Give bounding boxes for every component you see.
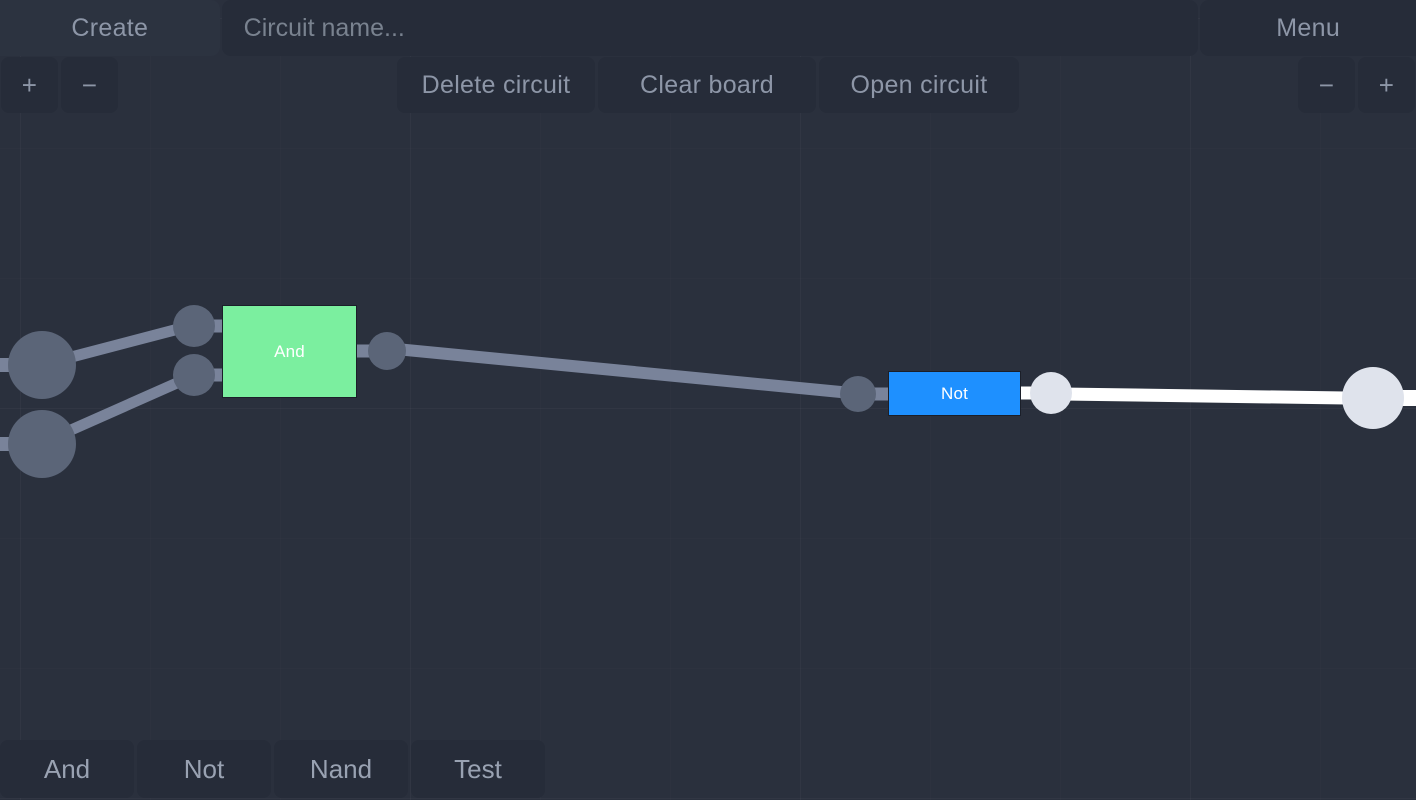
board-actions: Delete circuit Clear board Open circuit xyxy=(397,57,1019,113)
circuit-node[interactable] xyxy=(173,305,215,347)
menu-button[interactable]: Menu xyxy=(1200,0,1416,56)
create-button[interactable]: Create xyxy=(0,0,220,56)
pan-out-button[interactable]: − xyxy=(1298,57,1355,113)
zoom-in-button[interactable]: + xyxy=(1,57,58,113)
circuit-node[interactable] xyxy=(368,332,406,370)
wire[interactable] xyxy=(58,321,188,366)
circuit-node[interactable] xyxy=(1030,372,1072,414)
wire[interactable] xyxy=(1061,387,1347,405)
palette-item-nand[interactable]: Nand xyxy=(274,740,408,798)
toolbar-secondary: + − Delete circuit Clear board Open circ… xyxy=(0,57,1416,113)
gate-and[interactable]: And xyxy=(222,305,357,398)
pan-in-button[interactable]: + xyxy=(1358,57,1415,113)
wire[interactable] xyxy=(395,343,852,399)
circuit-node[interactable] xyxy=(840,376,876,412)
circuit-node[interactable] xyxy=(1342,367,1404,429)
toolbar-primary: Create Menu xyxy=(0,0,1416,56)
palette-item-not[interactable]: Not xyxy=(137,740,271,798)
zoom-controls-left: + − xyxy=(0,57,118,113)
toolbar-spacer-left xyxy=(118,57,397,113)
circuit-node[interactable] xyxy=(8,410,76,478)
zoom-controls-right: − + xyxy=(1298,57,1416,113)
delete-circuit-button[interactable]: Delete circuit xyxy=(397,57,595,113)
open-circuit-button[interactable]: Open circuit xyxy=(819,57,1019,113)
circuit-node[interactable] xyxy=(173,354,215,396)
wire[interactable] xyxy=(59,373,189,440)
circuit-name-input[interactable] xyxy=(221,0,1199,56)
palette-item-test[interactable]: Test xyxy=(411,740,545,798)
toolbar-spacer-right xyxy=(1019,57,1298,113)
gate-not[interactable]: Not xyxy=(888,371,1021,416)
palette-item-and[interactable]: And xyxy=(0,740,134,798)
circuit-node[interactable] xyxy=(8,331,76,399)
clear-board-button[interactable]: Clear board xyxy=(598,57,816,113)
zoom-out-button[interactable]: − xyxy=(61,57,118,113)
